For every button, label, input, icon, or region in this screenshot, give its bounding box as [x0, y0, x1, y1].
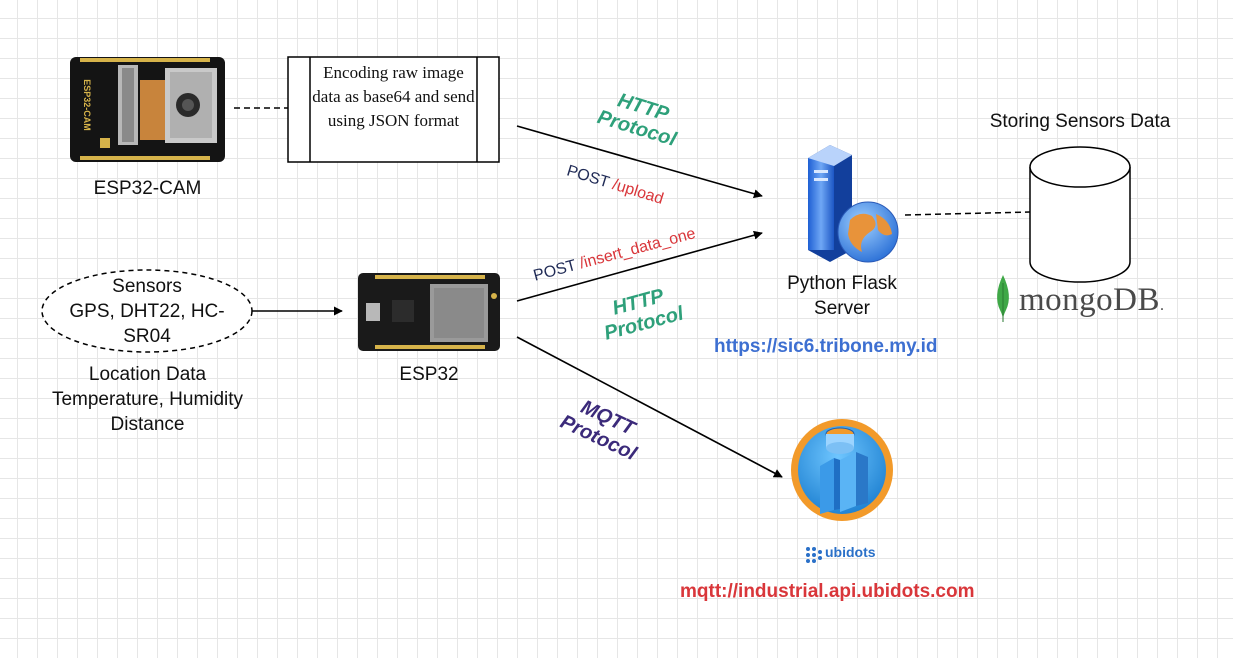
encoding-box	[287, 56, 500, 163]
ubidots-logo-text: ubidots	[825, 544, 876, 560]
sensors-list-line1: GPS, DHT22, HC-	[69, 301, 225, 322]
ubidots-logo-dots-icon	[806, 547, 822, 563]
ubidots-icon	[791, 419, 893, 521]
server-to-db-link	[904, 211, 1031, 216]
insert-arrow	[516, 230, 763, 302]
server-label: Python Flask Server	[762, 271, 922, 321]
esp32-label: ESP32	[399, 364, 459, 385]
sensors-data-line3: Distance	[110, 414, 185, 435]
server-label-line1: Python Flask	[787, 273, 897, 294]
server-url: https://sic6.tribone.my.id	[714, 336, 938, 357]
mongodb-leaf-icon	[997, 275, 1009, 322]
sensors-list-line2: SR04	[123, 326, 171, 347]
upload-arrow	[516, 125, 763, 199]
esp32-cam-label: ESP32-CAM	[93, 178, 202, 199]
esp32-board	[358, 273, 500, 351]
server-label-line2: Server	[814, 298, 870, 319]
ubidots-url: mqtt://industrial.api.ubidots.com	[680, 581, 975, 602]
encoding-box-text: Encoding raw image data as base64 and se…	[312, 63, 475, 130]
storage-caption: Storing Sensors Data	[989, 111, 1171, 132]
mongodb-logo-text: mongoDB.	[1019, 282, 1165, 319]
server-icon	[808, 145, 899, 263]
sensors-ellipse	[41, 269, 253, 353]
sensors-data-caption: Location Data Temperature, Humidity Dist…	[30, 362, 265, 437]
sensors-title: Sensors	[112, 276, 182, 297]
esp32-cam-board	[70, 57, 225, 162]
esp32-cam-board-text: ESP32-CAM	[82, 79, 92, 131]
sensors-ellipse-text: Sensors GPS, DHT22, HC- SR04	[42, 274, 252, 349]
database-cylinder	[1029, 146, 1131, 283]
sensors-data-line1: Location Data	[88, 364, 207, 385]
mqtt-arrow	[516, 336, 783, 478]
mongodb-logo-mark: .	[1160, 297, 1165, 314]
mongodb-logo-word: mongoDB	[1019, 282, 1161, 318]
sensors-data-line2: Temperature, Humidity	[51, 389, 244, 410]
